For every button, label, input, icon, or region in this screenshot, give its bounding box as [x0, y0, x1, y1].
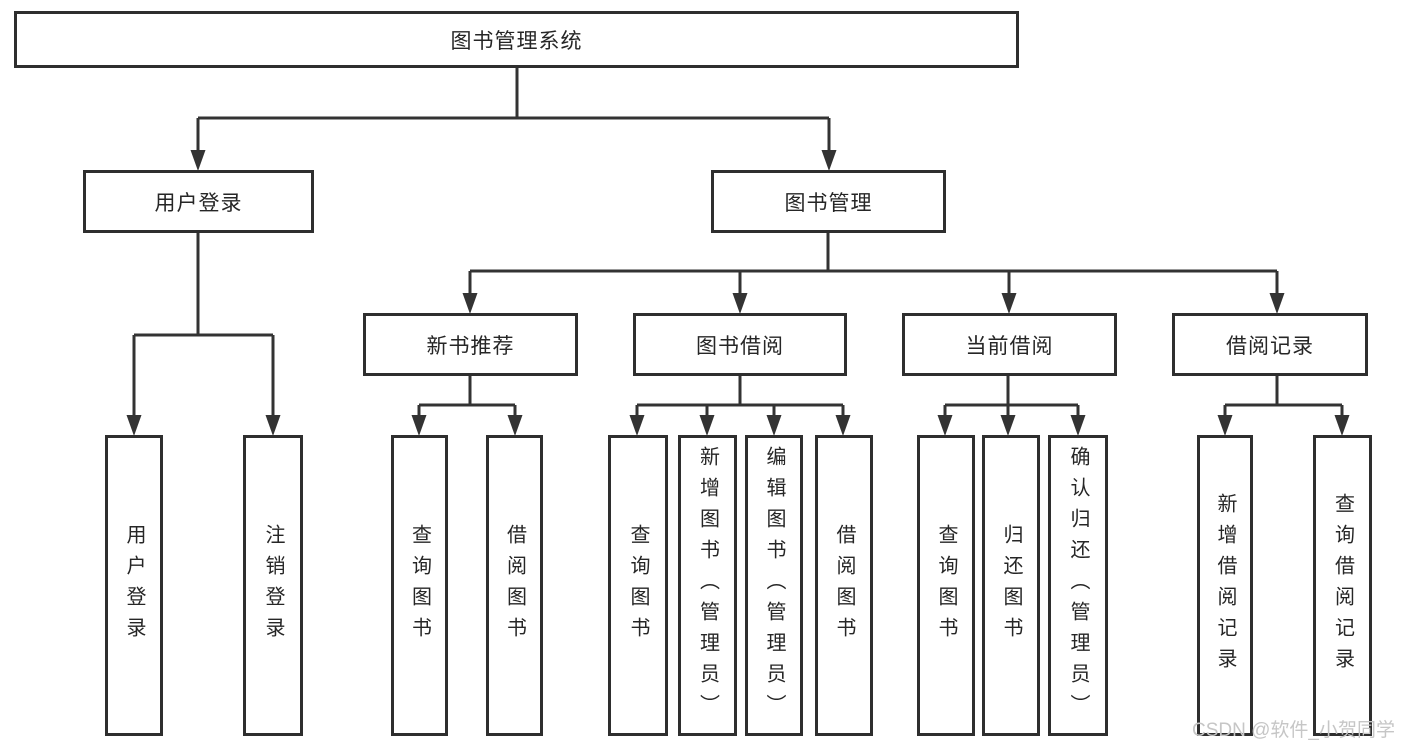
leaf-query-book-recommend-label: 查询图书 — [408, 523, 431, 648]
leaf-confirm-return-admin: 确认归还（管理员） — [1048, 435, 1108, 736]
node-current-borrow-label: 当前借阅 — [965, 334, 1054, 358]
arrowhead — [1217, 415, 1233, 436]
arrowhead — [265, 415, 281, 436]
node-borrow-record: 借阅记录 — [1172, 313, 1368, 376]
arrowhead — [126, 415, 142, 436]
leaf-query-book-current: 查询图书 — [917, 435, 975, 736]
arrowhead — [190, 150, 206, 171]
connector-bookborrow-branch — [629, 376, 851, 436]
leaf-query-borrow-record-label: 查询借阅记录 — [1331, 492, 1354, 679]
leaf-edit-book-admin-label: 编辑图书（管理员） — [763, 446, 785, 725]
arrowhead — [1334, 415, 1350, 436]
leaf-return-book-label: 归还图书 — [1000, 523, 1022, 648]
leaf-logout: 注销登录 — [243, 435, 303, 736]
node-root: 图书管理系统 — [14, 11, 1019, 68]
leaf-borrow-book-recommend-label: 借阅图书 — [503, 523, 526, 648]
arrowhead — [507, 415, 523, 436]
leaf-query-book-borrow-label: 查询图书 — [627, 523, 649, 648]
node-user-login-label: 用户登录 — [154, 191, 243, 215]
arrowhead — [766, 415, 782, 436]
node-new-book-recommend-label: 新书推荐 — [426, 334, 515, 358]
arrowhead — [835, 415, 851, 436]
connector-borrowrecord-branch — [1217, 376, 1350, 436]
arrowhead — [821, 150, 837, 171]
connector-currentborrow-branch — [937, 376, 1086, 436]
arrowhead — [411, 415, 427, 436]
leaf-borrow-book: 借阅图书 — [815, 435, 873, 736]
leaf-borrow-book-recommend: 借阅图书 — [486, 435, 543, 736]
leaf-add-borrow-record-label: 新增借阅记录 — [1214, 492, 1236, 679]
csdn-watermark: CSDN @软件_小贺同学 — [1192, 720, 1395, 741]
arrowhead — [629, 415, 645, 436]
leaf-user-login-label: 用户登录 — [123, 523, 145, 648]
arrowhead — [1070, 415, 1086, 436]
connector-newbookrec-branch — [411, 376, 523, 436]
node-book-borrow-label: 图书借阅 — [696, 334, 784, 358]
leaf-add-borrow-record: 新增借阅记录 — [1197, 435, 1253, 736]
leaf-add-book-admin: 新增图书（管理员） — [678, 435, 737, 736]
connector-userlogin-branch — [126, 233, 281, 436]
node-user-login: 用户登录 — [83, 170, 314, 233]
arrowhead — [937, 415, 953, 436]
leaf-confirm-return-admin-label: 确认归还（管理员） — [1067, 446, 1089, 725]
leaf-borrow-book-label: 借阅图书 — [833, 523, 855, 648]
arrowhead — [1001, 293, 1017, 314]
node-book-management-label: 图书管理 — [784, 191, 873, 215]
leaf-query-borrow-record: 查询借阅记录 — [1313, 435, 1372, 736]
leaf-query-book-current-label: 查询图书 — [935, 523, 957, 648]
arrowhead — [732, 293, 748, 314]
leaf-edit-book-admin: 编辑图书（管理员） — [745, 435, 803, 736]
node-root-label: 图书管理系统 — [450, 29, 583, 53]
connector-root-to-level2 — [190, 68, 837, 171]
node-new-book-recommend: 新书推荐 — [363, 313, 578, 376]
leaf-query-book-borrow: 查询图书 — [608, 435, 668, 736]
arrowhead — [1000, 415, 1016, 436]
arrowhead — [1269, 293, 1285, 314]
node-borrow-record-label: 借阅记录 — [1226, 334, 1314, 358]
leaf-query-book-recommend: 查询图书 — [391, 435, 448, 736]
leaf-user-login: 用户登录 — [105, 435, 163, 736]
connector-bookmgmt-to-level3 — [462, 233, 1285, 314]
leaf-return-book: 归还图书 — [982, 435, 1040, 736]
arrowhead — [462, 293, 478, 314]
node-current-borrow: 当前借阅 — [902, 313, 1117, 376]
leaf-logout-label: 注销登录 — [262, 523, 284, 648]
node-book-management: 图书管理 — [711, 170, 946, 233]
node-book-borrow: 图书借阅 — [633, 313, 847, 376]
arrowhead — [699, 415, 715, 436]
leaf-add-book-admin-label: 新增图书（管理员） — [696, 446, 719, 725]
